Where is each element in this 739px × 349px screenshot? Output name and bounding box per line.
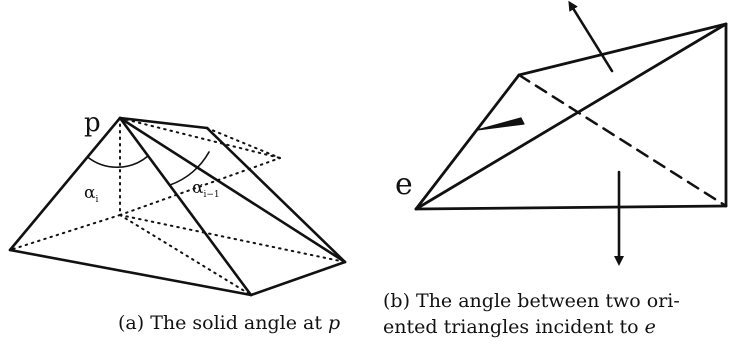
pyramid-edge <box>249 260 347 297</box>
pyramid-edge <box>205 126 347 264</box>
pyramid-diagram <box>8 116 347 297</box>
angle-label-i-minus-1: αi−1 <box>192 178 220 200</box>
pyramid-edge <box>118 116 347 264</box>
pyramid-edge <box>118 116 253 297</box>
caption-a-var: p <box>328 312 341 334</box>
pyramid-edge <box>118 116 209 130</box>
angle-label-i: αi <box>84 183 98 205</box>
triangle-edge <box>414 204 728 211</box>
pyramid-edge <box>8 248 253 297</box>
triangle-edge <box>414 73 521 211</box>
normal-arrow-up <box>568 0 614 73</box>
angle-arc-i <box>86 155 149 169</box>
caption-b: (b) The angle between two ori- ented tri… <box>383 288 680 340</box>
triangles-diagram <box>414 0 728 266</box>
hidden-edges <box>9 117 346 296</box>
apex-label: p <box>84 108 101 138</box>
edge-label: e <box>395 167 413 202</box>
caption-a-text: (a) The solid angle at <box>118 312 329 334</box>
caption-b-line2: ented triangles incident to e <box>383 316 656 338</box>
pyramid-edge <box>8 116 122 252</box>
caption-a: (a) The solid angle at p <box>118 310 340 336</box>
triangle-edge <box>517 22 728 77</box>
angle-wedge-icon <box>476 117 525 131</box>
hidden-edge <box>517 73 728 208</box>
shared-edge-e <box>414 22 728 211</box>
angle-arc-i-minus-1 <box>169 151 210 186</box>
caption-b-line1: (b) The angle between two ori- <box>383 290 680 312</box>
